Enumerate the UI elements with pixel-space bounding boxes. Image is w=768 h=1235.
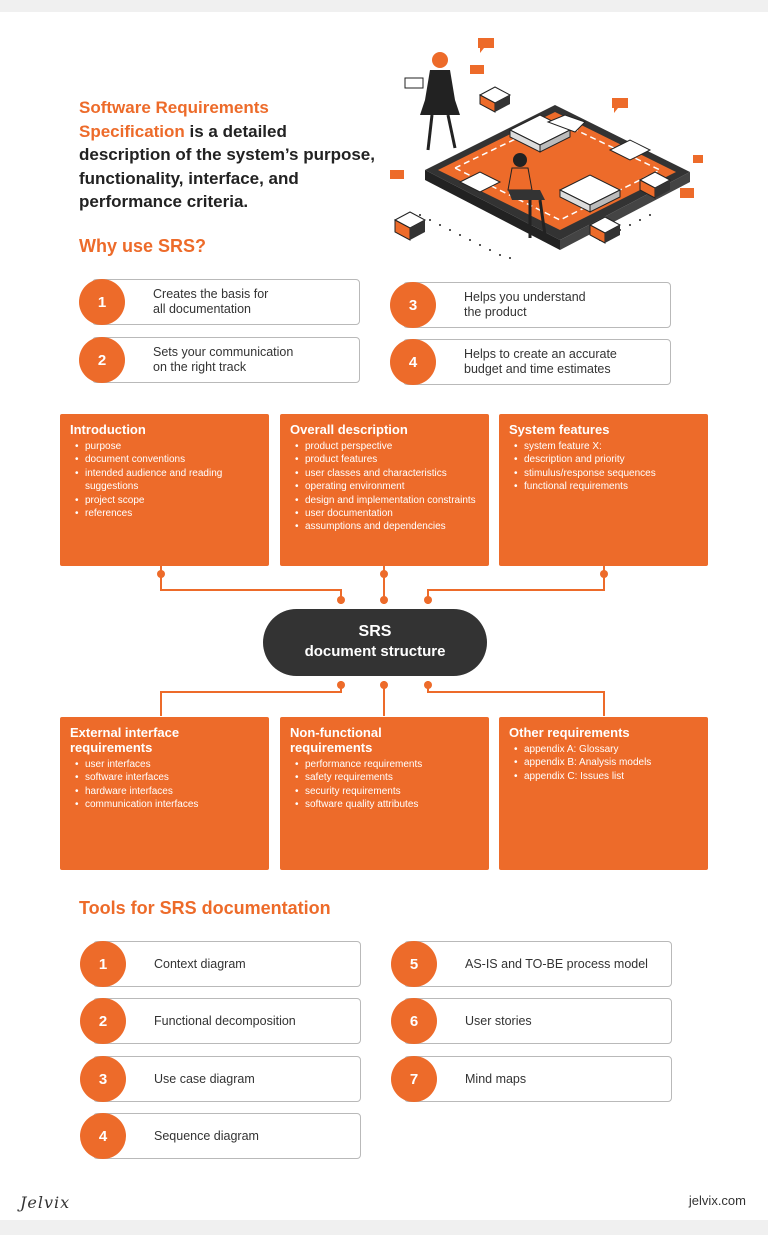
section-other-requirements: Other requirements appendix A: Glossary … [499, 717, 708, 870]
section-item: appendix B: Analysis models [514, 756, 698, 770]
why-card-text: Helps you understand the product [464, 290, 586, 319]
tool-number-badge: 7 [391, 1056, 437, 1102]
tool-card-3: Use case diagram [93, 1056, 361, 1102]
tool-card-5: AS-IS and TO-BE process model [404, 941, 672, 987]
section-title: External interface requirements [70, 725, 180, 755]
tool-number-badge: 5 [391, 941, 437, 987]
tool-card-6: User stories [404, 998, 672, 1044]
section-item: user interfaces [75, 758, 259, 772]
section-title: Non-functional requirements [290, 725, 382, 755]
tool-number-badge: 4 [80, 1113, 126, 1159]
why-card-2: Sets your communication on the right tra… [92, 337, 360, 383]
why-card-text: Creates the basis for all documentation [153, 287, 269, 316]
intro-text: Software Requirements Specification is a… [79, 96, 379, 214]
website-url: jelvix.com [688, 1193, 746, 1208]
section-item: hardware interfaces [75, 785, 259, 799]
section-item: security requirements [295, 785, 479, 799]
why-card-4: Helps to create an accurate budget and t… [403, 339, 671, 385]
intro-highlight: Software Requirements Specification [79, 98, 269, 141]
tool-card-7: Mind maps [404, 1056, 672, 1102]
section-title: Other requirements [509, 725, 630, 740]
tool-card-text: Context diagram [154, 956, 246, 971]
tool-card-2: Functional decomposition [93, 998, 361, 1044]
tool-number-badge: 2 [80, 998, 126, 1044]
tool-card-text: User stories [465, 1013, 532, 1028]
section-item: functional requirements [514, 480, 698, 494]
tool-card-text: Use case diagram [154, 1071, 255, 1086]
section-item: performance requirements [295, 758, 479, 772]
srs-center-node: SRS document structure [263, 609, 487, 676]
why-card-text: Sets your communication on the right tra… [153, 345, 294, 374]
section-item: stimulus/response sequences [514, 467, 698, 481]
section-item: references [75, 507, 259, 521]
tool-card-text: Mind maps [465, 1071, 527, 1086]
section-item: safety requirements [295, 771, 479, 785]
tool-card-text: Functional decomposition [154, 1013, 296, 1028]
section-item: description and priority [514, 453, 698, 467]
section-item: document conventions [75, 453, 259, 467]
section-item: appendix A: Glossary [514, 743, 698, 757]
section-system-features: System features system feature X: descri… [499, 414, 708, 566]
why-card-text: Helps to create an accurate budget and t… [464, 347, 617, 376]
why-title: Why use SRS? [79, 236, 207, 256]
why-number-badge: 1 [79, 279, 125, 325]
tool-card-text: Sequence diagram [154, 1128, 259, 1143]
section-title: Overall description [290, 422, 408, 437]
section-external-interface: External interface requirements user int… [60, 717, 269, 870]
center-title: SRS [358, 623, 392, 640]
section-item: assumptions and dependencies [295, 520, 479, 534]
section-item: product perspective [295, 440, 479, 454]
tool-card-text: AS-IS and TO-BE process model [465, 956, 648, 971]
section-item: product features [295, 453, 479, 467]
why-number-badge: 4 [390, 339, 436, 385]
section-introduction: Introduction purpose document convention… [60, 414, 269, 566]
section-item: communication interfaces [75, 798, 259, 812]
section-item: operating environment [295, 480, 479, 494]
tool-number-badge: 3 [80, 1056, 126, 1102]
isometric-smartphone-with-people-icon [390, 38, 703, 259]
section-item: software quality attributes [295, 798, 479, 812]
tools-title: Tools for SRS documentation [79, 898, 331, 918]
why-number-badge: 3 [390, 282, 436, 328]
tool-card-4: Sequence diagram [93, 1113, 361, 1159]
tool-card-1: Context diagram [93, 941, 361, 987]
tool-number-badge: 6 [391, 998, 437, 1044]
section-item: user documentation [295, 507, 479, 521]
section-item: project scope [75, 494, 259, 508]
section-overall-description: Overall description product perspective … [280, 414, 489, 566]
section-item: system feature X: [514, 440, 698, 454]
tool-number-badge: 1 [80, 941, 126, 987]
section-title: Introduction [70, 422, 146, 437]
jelvix-logo: Jelvix [20, 1193, 71, 1212]
why-card-1: Creates the basis for all documentation [92, 279, 360, 325]
section-non-functional: Non-functional requirements performance … [280, 717, 489, 870]
intro-rest: is a detailed description of the system’… [79, 121, 375, 212]
section-item: software interfaces [75, 771, 259, 785]
section-item: user classes and characteristics [295, 467, 479, 481]
section-item: appendix C: Issues list [514, 770, 698, 784]
section-item: design and implementation constraints [295, 494, 479, 508]
section-item: purpose [75, 440, 259, 454]
why-number-badge: 2 [79, 337, 125, 383]
why-card-3: Helps you understand the product [403, 282, 671, 328]
center-subtitle: document structure [304, 643, 446, 660]
section-item: intended audience and reading suggestion… [75, 467, 259, 494]
section-title: System features [509, 422, 610, 437]
